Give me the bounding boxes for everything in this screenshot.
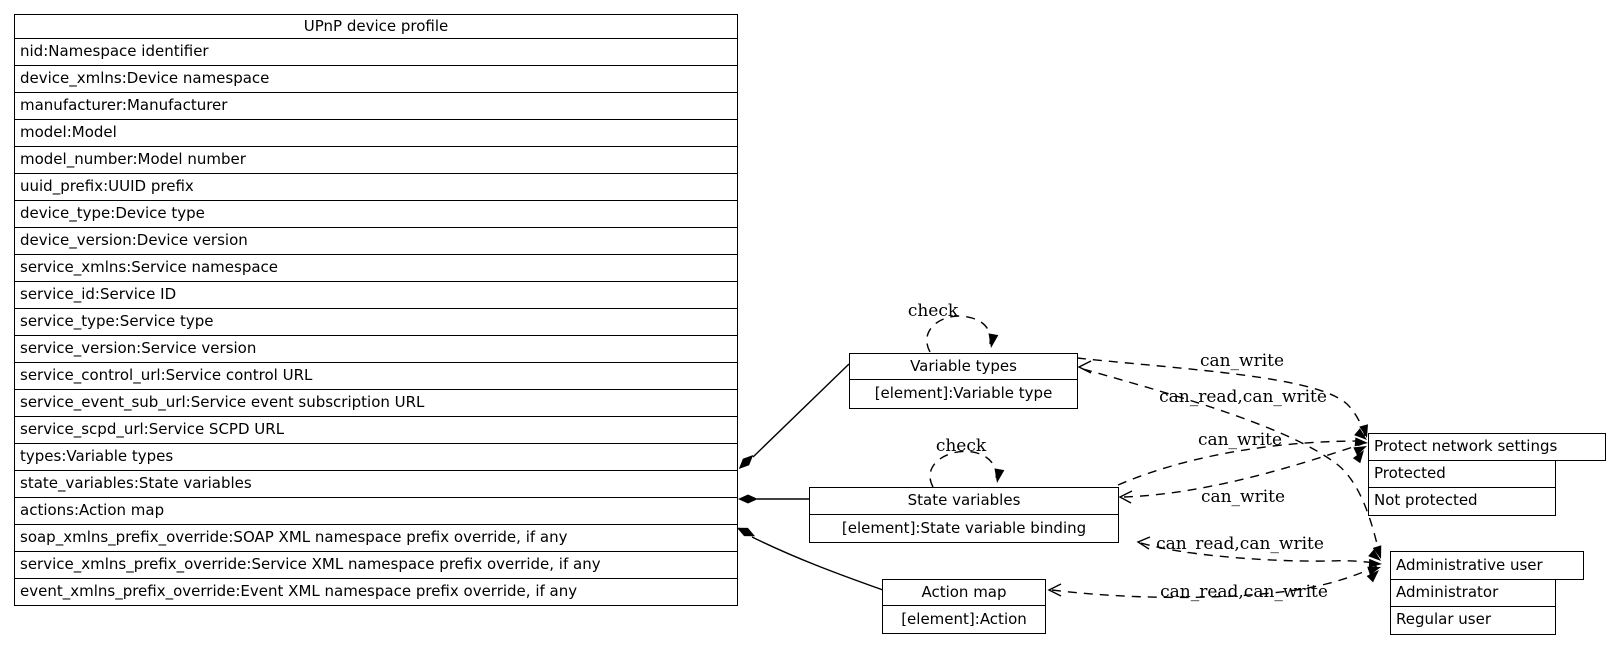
edge-label-check: check <box>935 436 987 456</box>
enum-value: Administrator <box>1391 580 1555 607</box>
table-row: service_scpd_url:Service SCPD URL <box>15 416 737 443</box>
arrowhead-icon <box>1352 450 1364 464</box>
edge-actions-to-action-map <box>751 536 884 591</box>
table-row: service_id:Service ID <box>15 281 737 308</box>
enum-value: Protected <box>1369 461 1555 488</box>
arrowhead-icon <box>1354 437 1368 447</box>
edge-label-can-write: can_write <box>1197 430 1283 450</box>
edge-variable-types-can-read-write <box>1082 368 1381 558</box>
edge-check-variable-types <box>926 315 992 353</box>
edge-label-can-read-write: can_read,can_write <box>1160 582 1328 602</box>
table-row: model:Model <box>15 119 737 146</box>
table-row: manufacturer:Manufacturer <box>15 92 737 119</box>
diamond-icon <box>738 494 758 504</box>
edge-label-can-read-write: can_read,can_write <box>1159 387 1327 407</box>
node-field: [element]:State variable binding <box>841 519 1087 537</box>
table-row-actions: actions:Action map <box>15 497 737 524</box>
upnp-device-profile-table: UPnP device profile nid:Namespace identi… <box>14 14 738 606</box>
enum-value: Not protected <box>1374 490 1478 509</box>
table-row: service_type:Service type <box>15 308 737 335</box>
node-title: Action map <box>883 580 1045 606</box>
arrowhead-icon <box>1372 545 1382 559</box>
edge-action-map-can-read-write <box>1051 565 1378 599</box>
table-row: service_version:Service version <box>15 335 737 362</box>
protect-network-settings-title: Protect network settings <box>1368 433 1606 461</box>
arrowhead-icon <box>1368 549 1381 561</box>
table-row: uuid_prefix:UUID prefix <box>15 173 737 200</box>
arrowhead-icon <box>1353 446 1367 456</box>
arrowhead-icon <box>1136 536 1151 550</box>
node-field: [element]:Variable type <box>874 384 1053 402</box>
arrowhead-icon <box>994 468 1005 483</box>
table-row: service_xmlns:Service namespace <box>15 254 737 281</box>
variable-types-node: Variable types [element]:Variable type <box>849 353 1078 409</box>
table-row: event_xmlns_prefix_override:Event XML na… <box>15 578 737 605</box>
node-title: State variables <box>810 488 1118 515</box>
table-row-types: types:Variable types <box>15 443 737 470</box>
edge-label-can-read-write: can_read,can_write <box>1156 534 1324 554</box>
edge-variable-types-can-write <box>1076 357 1366 437</box>
arrowhead-icon <box>988 333 999 348</box>
edge-label-can-write: can_write <box>1200 487 1286 507</box>
diamond-icon <box>736 527 756 537</box>
table-row: service_control_url:Service control URL <box>15 362 737 389</box>
state-variables-node: State variables [element]:State variable… <box>809 487 1119 543</box>
edge-label-can-write: can_write <box>1199 351 1285 371</box>
arrowhead-icon <box>1047 583 1062 597</box>
arrowhead-icon <box>1366 570 1379 583</box>
diamond-icon <box>738 455 754 469</box>
edge-state-variables-can-write-lower <box>1123 443 1363 498</box>
table-row: nid:Namespace identifier <box>15 38 737 65</box>
table-row: model_number:Model number <box>15 146 737 173</box>
arrowhead-icon <box>1077 360 1092 374</box>
table-row: device_version:Device version <box>15 227 737 254</box>
arrowhead-icon <box>1359 424 1368 438</box>
administrative-user-title: Administrative user <box>1390 551 1584 580</box>
arrowhead-icon <box>1354 428 1367 440</box>
enum-value: Regular user <box>1396 609 1492 628</box>
table-row: device_xmlns:Device namespace <box>15 65 737 92</box>
table-row: device_type:Device type <box>15 200 737 227</box>
edge-types-to-variable-types <box>752 363 850 458</box>
edge-state-variables-can-read-write <box>1140 542 1378 564</box>
arrowhead-icon <box>1367 566 1381 576</box>
table-row: soap_xmlns_prefix_override:SOAP XML name… <box>15 524 737 551</box>
table-row: service_xmlns_prefix_override:Service XM… <box>15 551 737 578</box>
table-row: service_event_sub_url:Service event subs… <box>15 389 737 416</box>
table-row-state-variables: state_variables:State variables <box>15 470 737 497</box>
arrowhead-icon <box>1118 490 1133 504</box>
table-title: UPnP device profile <box>303 17 449 35</box>
arrowhead-icon <box>1368 558 1382 568</box>
action-map-node: Action map [element]:Action <box>882 579 1046 634</box>
node-field: [element]:Action <box>901 610 1027 628</box>
node-title: Variable types <box>850 354 1077 380</box>
administrative-user-values: Administrator Regular user <box>1390 578 1556 635</box>
edge-label-check: check <box>907 301 959 321</box>
protect-network-settings-values: Protected Not protected <box>1368 459 1556 516</box>
edge-check-state-variables <box>929 450 998 488</box>
